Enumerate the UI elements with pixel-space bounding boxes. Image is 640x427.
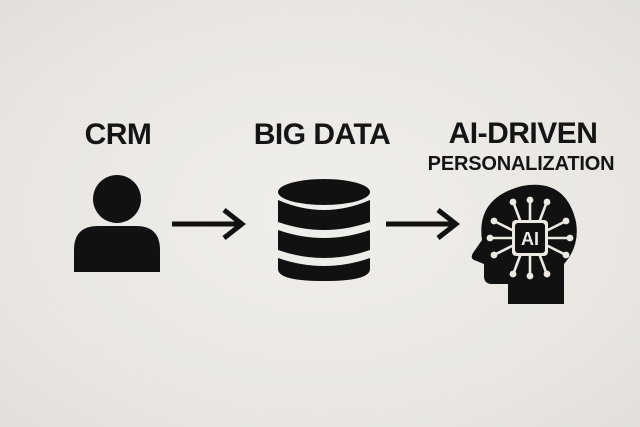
arrow-right-icon (172, 208, 246, 240)
arrow-right-icon (386, 208, 460, 240)
ai-head-icon: AI (471, 184, 577, 304)
stage-title-ai-driven: AI-DRIVEN (448, 117, 598, 150)
stage-subtitle-personalization: PERSONALIZATION (427, 153, 615, 175)
stage-title-big-data: BIG DATA (253, 118, 391, 151)
user-icon (74, 175, 160, 272)
stage-title-crm: CRM (84, 118, 152, 151)
database-icon (278, 179, 370, 281)
ai-chip-label: AI (521, 229, 539, 249)
